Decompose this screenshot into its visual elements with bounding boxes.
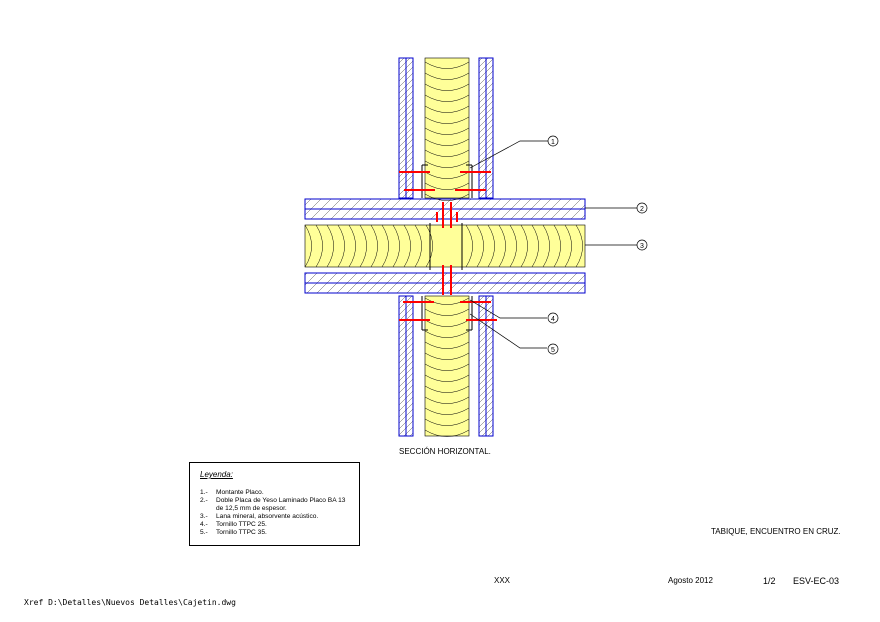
insulation-wave bbox=[424, 319, 470, 327]
callout-leaders bbox=[469, 140, 637, 349]
callout-3-label: 3 bbox=[640, 243, 644, 250]
insulation-wave bbox=[359, 224, 367, 268]
legend-item: 3.- Lana mineral, absorvente acústico. bbox=[200, 513, 345, 521]
insulation-wave bbox=[531, 224, 539, 268]
insulation-wave bbox=[403, 224, 411, 268]
drawing-scale: 1/2 bbox=[763, 576, 776, 586]
insulation-wave bbox=[424, 363, 470, 371]
horizontal-wall bbox=[304, 198, 586, 294]
insulation-wave bbox=[424, 297, 470, 305]
vertical-wall-bottom bbox=[398, 295, 494, 437]
legend-item-text: Tornillo TTPC 25. bbox=[216, 521, 267, 528]
legend-item-text: Tornillo TTPC 35. bbox=[216, 529, 267, 536]
legend-box: Leyenda: 1.- Montante Placo. 2.- Doble Pla… bbox=[189, 462, 360, 546]
vertical-wall-top bbox=[398, 57, 494, 199]
callout-2: 2 bbox=[636, 202, 648, 214]
legend-item-number: 2.- bbox=[200, 497, 208, 504]
legend-item-number: 1.- bbox=[200, 489, 208, 496]
legend-item: 5.- Tornillo TTPC 35. bbox=[200, 529, 345, 537]
insulation-wave bbox=[348, 224, 356, 268]
insulation-wave bbox=[424, 352, 470, 360]
legend-items: 1.- Montante Placo. 2.- Doble Placa de Yes… bbox=[200, 489, 345, 537]
callout-5: 5 bbox=[547, 343, 559, 355]
legend-title: Leyenda: bbox=[200, 470, 233, 479]
insulation-wave bbox=[392, 224, 400, 268]
insulation-wave bbox=[424, 308, 470, 316]
callout-4: 4 bbox=[547, 312, 559, 324]
insulation-wave bbox=[424, 116, 470, 124]
insulation-wave bbox=[424, 407, 470, 415]
insulation-wave bbox=[465, 224, 473, 268]
screws bbox=[399, 171, 497, 321]
insulation-wave bbox=[553, 224, 561, 268]
insulation-wave bbox=[424, 94, 470, 102]
insulation-wave bbox=[424, 193, 470, 201]
insulation-wave bbox=[564, 224, 572, 268]
callout-1: 1 bbox=[547, 135, 559, 147]
legend-item: de 12,5 mm de espesor. bbox=[200, 505, 345, 513]
insulation-wave bbox=[424, 138, 470, 146]
insulation-wave bbox=[326, 224, 334, 268]
legend-item-text: Doble Placa de Yeso Laminado Placo BA 13 bbox=[216, 497, 346, 504]
insulation-wave bbox=[315, 224, 323, 268]
callout-2-label: 2 bbox=[640, 206, 644, 213]
insulation-wave bbox=[424, 83, 470, 91]
legend-item-text: Lana mineral, absorvente acústico. bbox=[216, 513, 319, 520]
insulation-wave bbox=[424, 160, 470, 168]
insulation-wave bbox=[476, 224, 484, 268]
insulation-wave bbox=[424, 72, 470, 80]
legend-item-number bbox=[200, 505, 216, 513]
legend-item-number: 5.- bbox=[200, 529, 208, 536]
drawn-by: XXX bbox=[494, 576, 511, 585]
drawing-code: ESV-EC-03 bbox=[793, 576, 840, 586]
insulation-wave bbox=[542, 224, 550, 268]
legend-item: 1.- Montante Placo. bbox=[200, 489, 345, 497]
legend-item-text: Montante Placo. bbox=[216, 489, 264, 496]
section-title: SECCIÓN HORIZONTAL. bbox=[399, 447, 491, 456]
legend-item-number: 3.- bbox=[200, 513, 208, 520]
insulation-pattern-horizontal bbox=[304, 224, 583, 268]
sheet-title: TABIQUE, ENCUENTRO EN CRUZ. bbox=[711, 527, 841, 536]
insulation-wave bbox=[424, 61, 470, 69]
insulation-wave bbox=[425, 224, 433, 268]
legend-item-text: de 12,5 mm de espesor. bbox=[216, 505, 287, 512]
insulation-wave bbox=[424, 330, 470, 338]
drawing-date: Agosto 2012 bbox=[668, 576, 713, 585]
insulation-wave bbox=[424, 385, 470, 393]
insulation-wave bbox=[424, 341, 470, 349]
insulation-wave bbox=[520, 224, 528, 268]
legend-item: 2.- Doble Placa de Yeso Laminado Placo BA… bbox=[200, 497, 345, 505]
insulation-wave bbox=[304, 224, 312, 268]
insulation-wave bbox=[424, 374, 470, 382]
callout-1-label: 1 bbox=[551, 139, 555, 146]
insulation-wave bbox=[498, 224, 506, 268]
insulation-wave bbox=[424, 396, 470, 404]
insulation-wave bbox=[414, 224, 422, 268]
insulation-wave bbox=[487, 224, 495, 268]
insulation-wave bbox=[424, 429, 470, 437]
insulation-pattern-vertical bbox=[424, 61, 470, 437]
callout-5-label: 5 bbox=[551, 347, 555, 354]
xref-path: Xref D:\Detalles\Nuevos Detalles\Cajetin… bbox=[24, 598, 236, 607]
insulation-wave bbox=[337, 224, 345, 268]
legend-item: 4.- Tornillo TTPC 25. bbox=[200, 521, 345, 529]
callout-3: 3 bbox=[636, 239, 648, 251]
insulation-wave bbox=[424, 418, 470, 426]
insulation-wave bbox=[424, 105, 470, 113]
insulation-wave bbox=[424, 149, 470, 157]
insulation-wave bbox=[509, 224, 517, 268]
insulation-wave bbox=[424, 127, 470, 135]
insulation-wave bbox=[575, 224, 583, 268]
insulation-wave bbox=[424, 171, 470, 179]
insulation-wave bbox=[424, 182, 470, 190]
insulation-wave bbox=[370, 224, 378, 268]
stud-profiles bbox=[421, 164, 473, 331]
callout-4-label: 4 bbox=[551, 316, 555, 323]
legend-item-number: 4.- bbox=[200, 521, 208, 528]
insulation-wave bbox=[381, 224, 389, 268]
